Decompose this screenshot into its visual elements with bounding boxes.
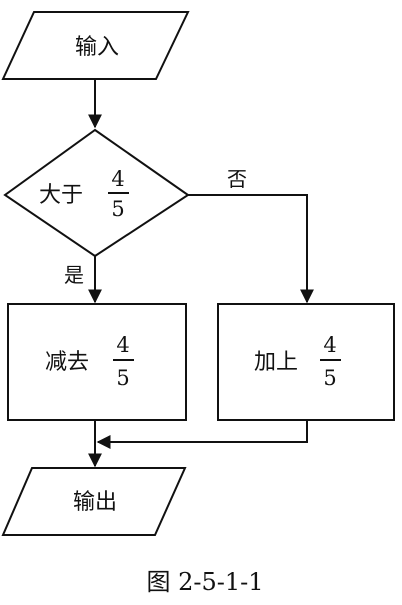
subtract-label: 减去 [45, 350, 89, 375]
decision-shape [3, 128, 190, 258]
subtract-node: 减去 4 5 [7, 303, 187, 421]
add-node: 加上 4 5 [217, 303, 395, 421]
subtract-fraction-denominator: 5 [116, 366, 129, 390]
input-label: 输入 [75, 35, 119, 60]
input-shape [1, 11, 190, 80]
no-branch-label: 否 [227, 167, 247, 191]
subtract-fraction-numerator: 4 [116, 333, 129, 357]
subtract-box [7, 303, 187, 421]
add-fraction-numerator: 4 [323, 333, 336, 357]
decision-label: 大于 [39, 183, 83, 208]
decision-fraction-numerator: 4 [111, 167, 124, 191]
output-label: 输出 [73, 490, 117, 515]
figure-caption: 图 2-5-1-1 [146, 568, 263, 596]
arrow-decision-to-add [188, 194, 314, 304]
arrow-add-to-merge [96, 420, 308, 449]
add-box [217, 303, 395, 421]
decision-fraction-denominator: 5 [111, 197, 124, 221]
input-node: 输入 [1, 11, 190, 80]
decision-node: 大于 4 5 [3, 128, 190, 258]
output-node: 输出 [1, 467, 187, 536]
add-label: 加上 [254, 350, 298, 375]
yes-branch-label: 是 [64, 263, 84, 287]
add-fraction-denominator: 5 [323, 366, 336, 390]
output-shape [1, 467, 187, 536]
